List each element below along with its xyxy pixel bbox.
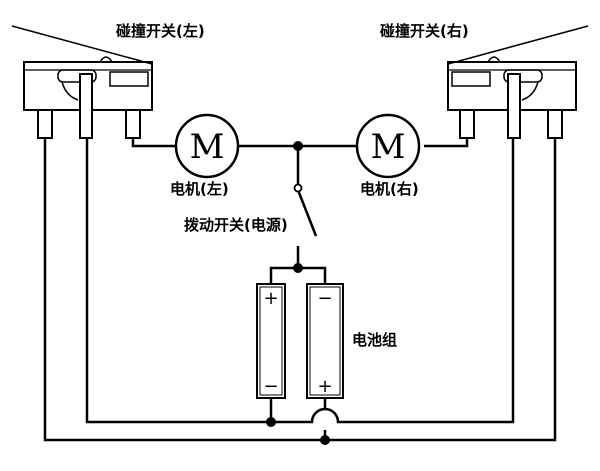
junction-outer-loop [320, 435, 330, 445]
battery-left [256, 283, 286, 399]
power-switch-blade [296, 189, 318, 237]
limit-switch-left [11, 25, 153, 139]
motor-left: M [174, 113, 240, 179]
switch-lever-left [11, 25, 153, 65]
limit-switch-right [447, 25, 589, 139]
label-motor-left: 电机(左) [170, 180, 229, 198]
wire-left-switch-motor [131, 138, 176, 148]
wire-right-switch-motor [424, 138, 469, 148]
battery-right [306, 283, 344, 399]
label-switch-left: 碰撞开关(左) [116, 22, 205, 40]
label-battery-pack: 电池组 [352, 331, 397, 349]
junction-motors [293, 141, 303, 151]
label-switch-right: 碰撞开关(右) [380, 22, 469, 40]
battery-left-top-sign: + [263, 288, 278, 309]
power-switch-contact [293, 183, 303, 193]
wire-outer-loop [43, 138, 557, 442]
battery-right-bottom-sign: + [317, 376, 332, 397]
wires [43, 138, 557, 442]
motor-right-symbol: M [371, 127, 406, 167]
label-motor-right: 电机(右) [360, 180, 419, 198]
wire-inner-loop [85, 138, 515, 424]
switch-lever-right [447, 25, 589, 65]
junctions [266, 141, 330, 445]
motor-right: M [355, 113, 421, 179]
junction-battery-top [293, 263, 303, 273]
battery-left-bottom-sign: − [263, 376, 278, 397]
battery-right-top-sign: − [317, 288, 332, 309]
junction-inner-loop [266, 417, 276, 427]
motor-left-symbol: M [190, 127, 225, 167]
label-power-switch: 拨动开关(电源) [184, 216, 288, 234]
